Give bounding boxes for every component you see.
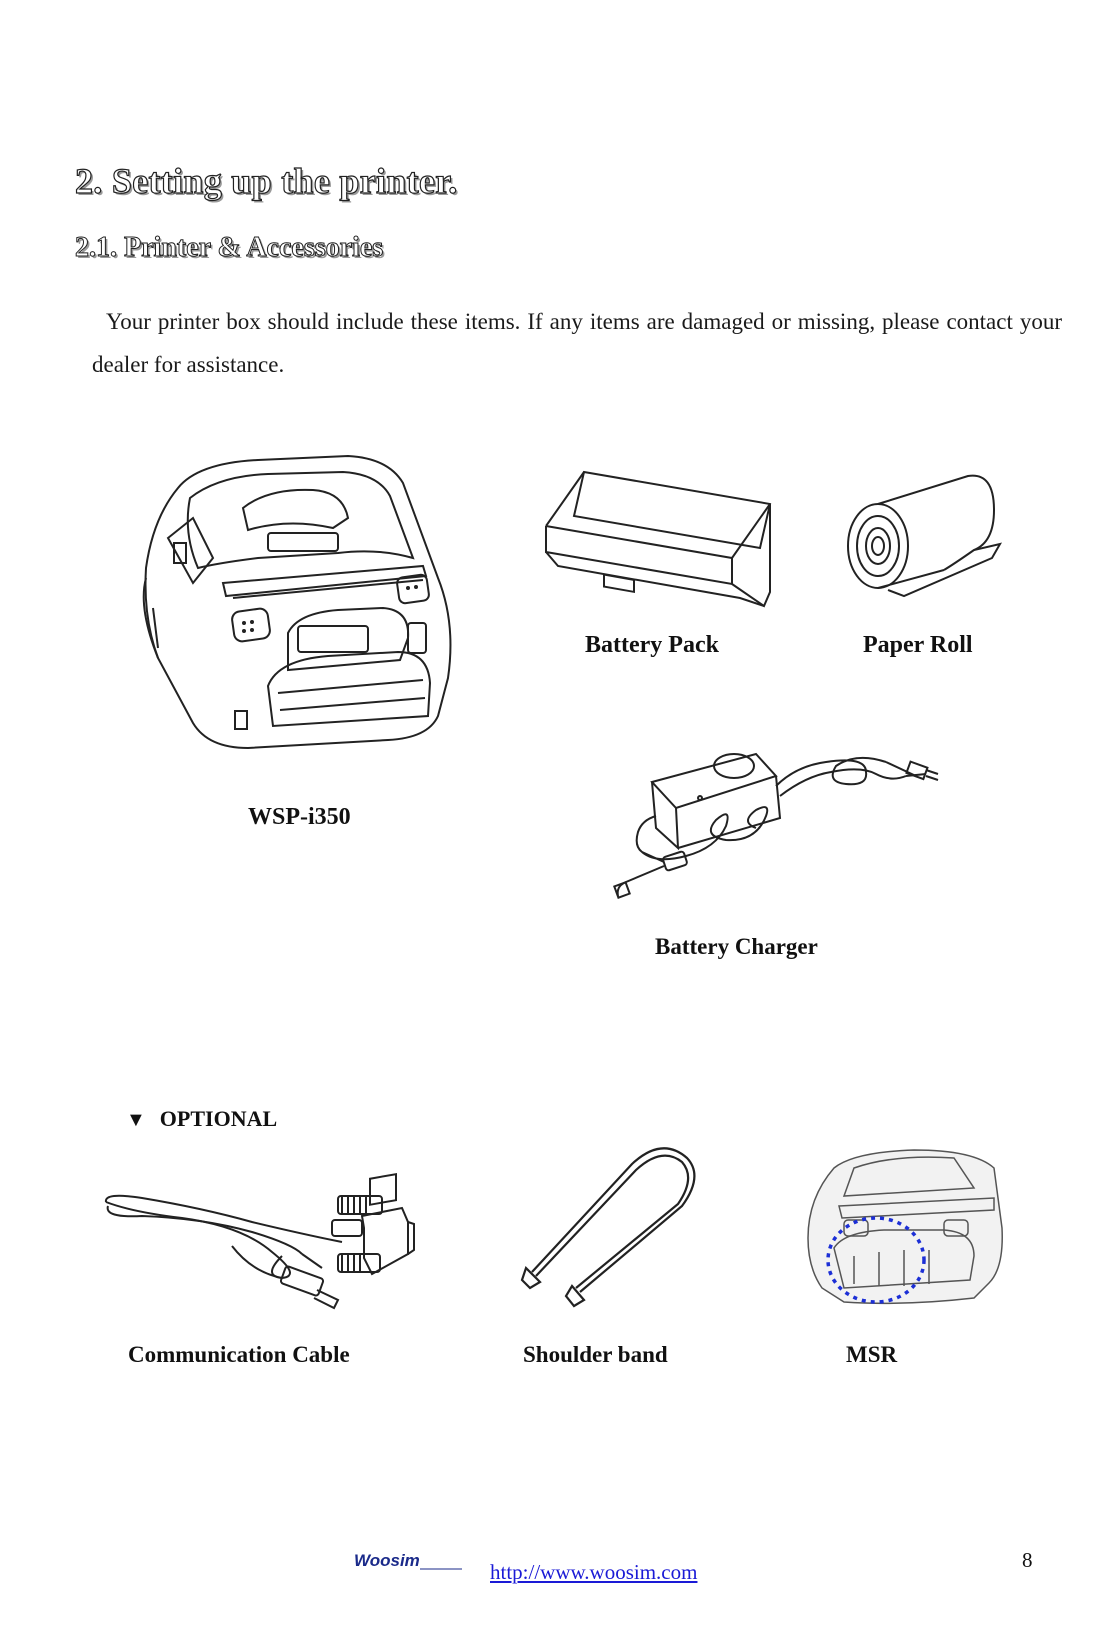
msr-illustration bbox=[807, 1149, 1003, 1305]
paper-roll-illustration bbox=[847, 474, 1003, 598]
shoulder-band-label: Shoulder band bbox=[523, 1342, 668, 1367]
communication-cable-illustration bbox=[104, 1172, 415, 1310]
battery-pack-label: Battery Pack bbox=[585, 632, 719, 658]
optional-label: OPTIONAL bbox=[159, 1106, 278, 1131]
battery-charger-label: Battery Charger bbox=[655, 934, 818, 959]
printer-illustration bbox=[142, 454, 452, 750]
page-number: 8 bbox=[1022, 1548, 1033, 1572]
battery-charger-illustration bbox=[613, 752, 939, 899]
communication-cable-label: Communication Cable bbox=[128, 1342, 350, 1367]
msr-label: MSR bbox=[846, 1342, 898, 1367]
optional-heading: ▼ OPTIONAL bbox=[126, 1106, 277, 1132]
battery-pack-illustration bbox=[545, 470, 772, 608]
website-link[interactable]: http://www.woosim.com bbox=[490, 1560, 698, 1584]
woosim-logo: Woosim bbox=[354, 1551, 462, 1570]
intro-paragraph: Your printer box should include these it… bbox=[92, 309, 1062, 377]
paper-roll-label: Paper Roll bbox=[863, 632, 973, 658]
printer-label: WSP-i350 bbox=[248, 804, 351, 830]
section-title: 2.1. Printer & Accessories bbox=[74, 232, 384, 264]
page-title: 2. Setting up the printer. bbox=[74, 160, 458, 201]
svg-text:Woosim: Woosim bbox=[354, 1551, 420, 1570]
down-triangle-icon: ▼ bbox=[126, 1109, 146, 1131]
shoulder-band-illustration bbox=[520, 1147, 696, 1308]
